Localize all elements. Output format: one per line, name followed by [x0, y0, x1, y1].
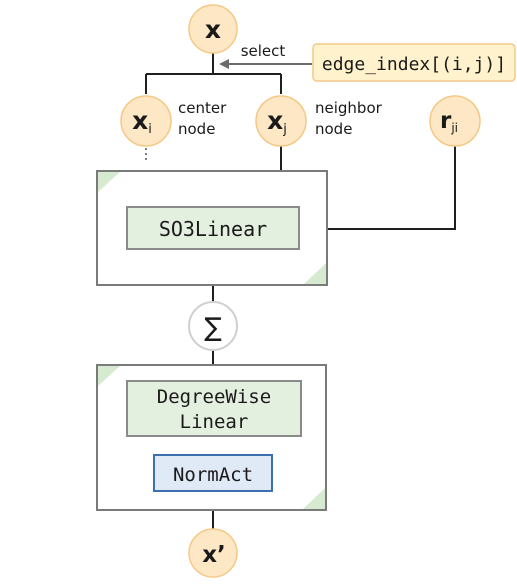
svg-text:xj: xj [267, 106, 287, 137]
node-x-input: x [188, 4, 238, 54]
so3linear-box: SO3Linear [126, 206, 300, 250]
select-label: select [241, 42, 286, 60]
node-x-j: xj [255, 95, 307, 147]
wire-rji-to-so3 [300, 145, 456, 230]
degreewise-linear-box: DegreeWise Linear [126, 380, 302, 437]
svg-text:rji: rji [440, 108, 458, 135]
normact-box: NormAct [153, 454, 273, 492]
frame-corner-top-left [98, 172, 120, 192]
node-x-output: x’ [188, 528, 238, 578]
edge-index-box: edge_index[(i,j)] [312, 43, 516, 82]
sum-node: ∑ [188, 301, 238, 351]
node-r-ji-subscript: ji [450, 121, 458, 135]
node-x-input-label: x [205, 15, 221, 44]
frame-corner-bottom-right [304, 263, 326, 284]
so3linear-label: SO3Linear [159, 217, 267, 241]
node-r-ji-label: r [440, 108, 452, 134]
sum-symbol: ∑ [204, 313, 222, 343]
node-x-output-label: x’ [202, 542, 226, 568]
neighbor-node-caption-line2: node [315, 120, 352, 138]
node-x-j-label: x [267, 106, 283, 135]
center-node-caption-line2: node [178, 120, 215, 138]
frame2-corner-top-left [98, 366, 120, 386]
node-x-i-subscript: i [148, 122, 152, 137]
node-x-i-label: x [132, 106, 148, 135]
normact-label: NormAct [173, 464, 253, 486]
node-x-i: xi [120, 95, 172, 147]
svg-text:xi: xi [132, 106, 152, 137]
frame2-corner-bottom-right [303, 488, 325, 509]
neighbor-node-caption-line1: neighbor [315, 99, 383, 117]
degreewise-label-line2: Linear [180, 411, 249, 433]
center-node-caption-line1: center [178, 99, 227, 117]
edge-index-label: edge_index[(i,j)] [322, 54, 506, 75]
node-r-ji: rji [429, 95, 481, 147]
degreewise-label-line1: DegreeWise [157, 386, 271, 408]
node-x-j-subscript: j [282, 122, 287, 137]
